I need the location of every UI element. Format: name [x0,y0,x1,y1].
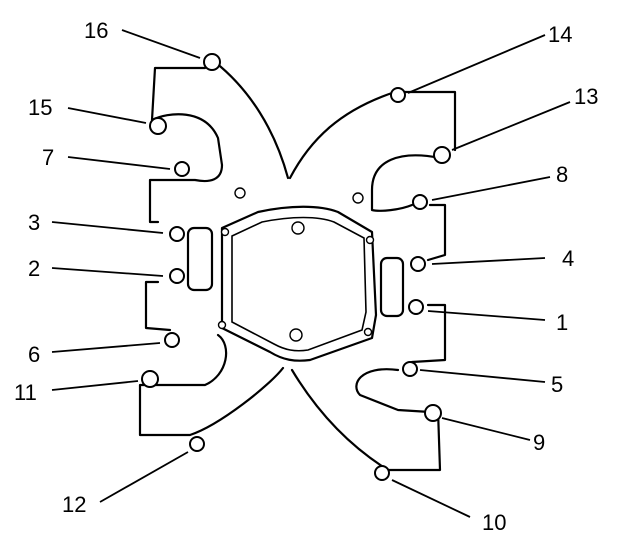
plate-hole-bottom [289,328,303,342]
bolt-label-15: 15 [28,95,52,120]
left-arm-outline [138,66,285,437]
bolt-label-4: 4 [562,246,574,271]
left-slot [186,226,214,292]
bolt-label-5: 5 [551,372,563,397]
bolt-hole-9 [424,404,442,422]
bolt-hole-1 [408,299,424,315]
plate-corner-hole [220,227,230,237]
bolt-hole-16 [203,53,221,71]
bolt-label-12: 12 [62,492,86,517]
bolt-label-11: 11 [14,380,37,405]
bolt-hole-8 [412,194,428,210]
central-plate-inner [231,216,367,352]
dowel-left-top [234,187,246,199]
bolt-holes [141,53,451,481]
bolt-hole-4 [410,256,426,272]
dowel-right-top [352,192,364,204]
bolt-label-13: 13 [574,84,598,109]
bolt-label-2: 2 [28,256,40,281]
bolt-hole-15 [149,117,167,135]
bolt-hole-13 [433,146,451,164]
bolt-hole-7 [174,161,190,177]
bolt-label-14: 14 [548,22,572,47]
leader-lines [51,29,571,518]
plate-corner-hole [365,235,375,245]
bolt-label-3: 3 [28,210,40,235]
bolt-label-16: 16 [84,18,108,43]
bolt-hole-5 [402,361,418,377]
plate-corner-hole [217,320,227,330]
bolt-labels: 1 2 3 4 5 6 7 8 9 10 11 12 13 14 15 16 [14,18,598,535]
bolt-label-9: 9 [533,430,545,455]
plate-hole-top [291,221,305,235]
right-arm-outline [288,90,457,472]
bolt-label-8: 8 [556,162,568,187]
bolt-label-7: 7 [42,145,54,170]
bolt-label-1: 1 [556,310,568,335]
bolt-label-6: 6 [28,342,40,367]
bolt-hole-6 [164,332,180,348]
plate-corner-hole [363,327,373,337]
bolt-hole-10 [374,465,390,481]
bolt-hole-11 [141,370,159,388]
bolt-hole-2 [169,268,185,284]
right-slot [379,256,405,318]
bolt-hole-3 [169,226,185,242]
left-top-arm [213,60,290,180]
bolt-hole-12 [189,436,205,452]
central-plate-outer [220,205,378,362]
bolt-hole-14 [390,87,406,103]
bolt-label-10: 10 [482,510,506,535]
